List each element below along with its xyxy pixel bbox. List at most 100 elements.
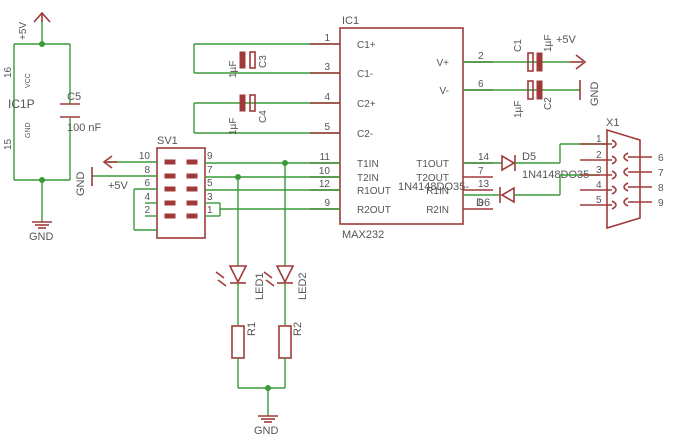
sv1-contact-left <box>164 173 176 179</box>
sv1-contact-right <box>186 186 198 192</box>
ic1-pin-12-name: R1OUT <box>357 186 391 197</box>
x1-pin-3-number: 3 <box>596 165 602 176</box>
ic1-pin-3-number: 3 <box>324 62 330 73</box>
sv1-vcc-label: +5V <box>108 180 129 192</box>
d5-value-label: 1N4148DO35- <box>522 169 593 181</box>
sv1-pin-10-number: 10 <box>139 151 151 162</box>
ic1-pin-10-number: 10 <box>319 166 331 177</box>
ic1-pin-11-number: 11 <box>320 152 331 163</box>
led1-indicator: LED1 <box>215 177 266 325</box>
sv1-contact-right <box>186 173 198 179</box>
sv1-pin-7-number: 7 <box>207 165 213 176</box>
sv1-pin-9-number: 9 <box>207 151 213 162</box>
ic1p-ref-label: IC1P <box>8 97 35 111</box>
r2-ref-label: R2 <box>292 322 304 336</box>
ic1-pin-12-number: 12 <box>319 179 331 190</box>
ic1-pin-11-name: T1IN <box>357 159 379 170</box>
ic1-pin-4-name: C2+ <box>357 99 376 110</box>
c1-supply-label: +5V <box>556 34 577 46</box>
sv1-ref-label: SV1 <box>157 135 178 147</box>
sv1-pin-6-number: 6 <box>144 178 150 189</box>
c3-capacitor: 1µF C3 <box>193 43 340 78</box>
sv1-pin-4-number: 4 <box>144 192 150 203</box>
sv1-contact-left <box>164 200 176 206</box>
c5-ref-label: C5 <box>67 91 81 103</box>
ic1p-vcc-pin-name: VCC <box>25 73 32 88</box>
c4-value-label: 1µF <box>228 118 239 135</box>
c2-value-label: 1µF <box>513 101 524 118</box>
ic1-ref-label: IC1 <box>342 15 359 27</box>
d6-ref-label: D6 <box>476 197 490 209</box>
ic1-pin-6-name: V- <box>440 86 449 97</box>
ic1p-gnd-label: GND <box>29 231 54 243</box>
c3-value-label: 1µF <box>228 61 239 78</box>
ic1p-supply-block: +5V GND 16 VCC IC1P 15 GND C5 100 nF <box>3 11 102 243</box>
x1-pin-9-number: 9 <box>658 198 664 209</box>
c5-value-label: 100 nF <box>67 122 102 134</box>
ic1-pin-5-number: 5 <box>324 122 330 133</box>
r1-resistor: R1 <box>231 322 258 388</box>
sv1-contact-right <box>186 213 198 219</box>
ic1-pin-8-number: 8 <box>478 198 484 209</box>
r2-resistor: R2 <box>278 322 304 388</box>
sv1-pin-8-number: 8 <box>144 165 150 176</box>
x1-pin-6-number: 6 <box>658 153 664 164</box>
x1-pin-8-number: 8 <box>658 183 664 194</box>
sv1-pin-3-number: 3 <box>207 192 213 203</box>
ic1-pin-2-number: 2 <box>478 51 484 62</box>
ic1-pin-7-name: T2OUT <box>416 173 449 184</box>
led1-ref-label: LED1 <box>254 272 266 300</box>
c2-ref-label: C2 <box>543 97 554 110</box>
x1-pin-2-number: 2 <box>596 150 602 161</box>
sv1-pin-1-number: 1 <box>207 205 213 216</box>
sv1-pin-5-number: 5 <box>207 178 213 189</box>
ic1p-gnd-pin-name: GND <box>25 122 32 138</box>
ic1-pin-8-name: R2IN <box>426 205 449 216</box>
ic1-pin-5-name: C2- <box>357 129 373 140</box>
d5-diode: D5 1N4148DO35- <box>463 151 593 181</box>
sv1-contact-left <box>164 213 176 219</box>
d5-ref-label: D5 <box>522 151 536 163</box>
sv1-gnd-label: GND <box>75 172 87 197</box>
x1-pin-7-number: 7 <box>658 168 664 179</box>
ic1-pin-3-name: C1- <box>357 69 373 80</box>
ic1-pin-9-name: R2OUT <box>357 205 391 216</box>
ic1p-pin15-label: 15 <box>3 138 14 150</box>
ic1-pin-13-number: 13 <box>478 179 490 190</box>
sv1-to-ic1-wires <box>205 160 340 217</box>
sv1-contact-right <box>186 200 198 206</box>
ic1-pin-1-name: C1+ <box>357 40 376 51</box>
ic1-pin-10-name: T2IN <box>357 173 379 184</box>
ic1p-vcc-supply-label: +5V <box>18 22 29 40</box>
ic1p-pin16-label: 16 <box>3 66 14 78</box>
r1-ref-label: R1 <box>246 322 258 336</box>
sv1-contact-right <box>186 159 198 165</box>
ic1-left-pins: 1C1+3C1-4C2+5C2-11T1IN10T2IN12R1OUT9R2OU… <box>310 33 391 216</box>
d6-diode: D6 1N4148DO35- <box>398 181 560 209</box>
bottom-gnd-label: GND <box>254 425 279 437</box>
c4-ref-label: C4 <box>258 110 269 123</box>
x1-pin-4-number: 4 <box>596 180 602 191</box>
led2-ref-label: LED2 <box>297 272 309 300</box>
ic1-value-label: MAX232 <box>342 229 384 241</box>
ic1-pin-6-number: 6 <box>478 79 484 90</box>
ic1-pin-4-number: 4 <box>324 92 330 103</box>
c4-capacitor: 1µF C4 <box>193 94 340 135</box>
x1-pin-5-number: 5 <box>596 195 602 206</box>
sv1-contact-left <box>164 186 176 192</box>
c2-gnd-label: GND <box>589 82 601 107</box>
sv1-contact-left <box>164 159 176 165</box>
ic1-pin-2-name: V+ <box>436 58 449 69</box>
ic1-pin-1-number: 1 <box>324 33 330 44</box>
bottom-gnd: GND <box>238 385 285 437</box>
ic1-pin-13-name: R1IN <box>426 186 449 197</box>
c3-ref-label: C3 <box>258 55 269 68</box>
ic1-pin-14-number: 14 <box>478 152 490 163</box>
c1-ref-label: C1 <box>513 39 524 52</box>
x1-pin-1-number: 1 <box>596 134 602 145</box>
d6-value-label: 1N4148DO35- <box>398 181 469 193</box>
